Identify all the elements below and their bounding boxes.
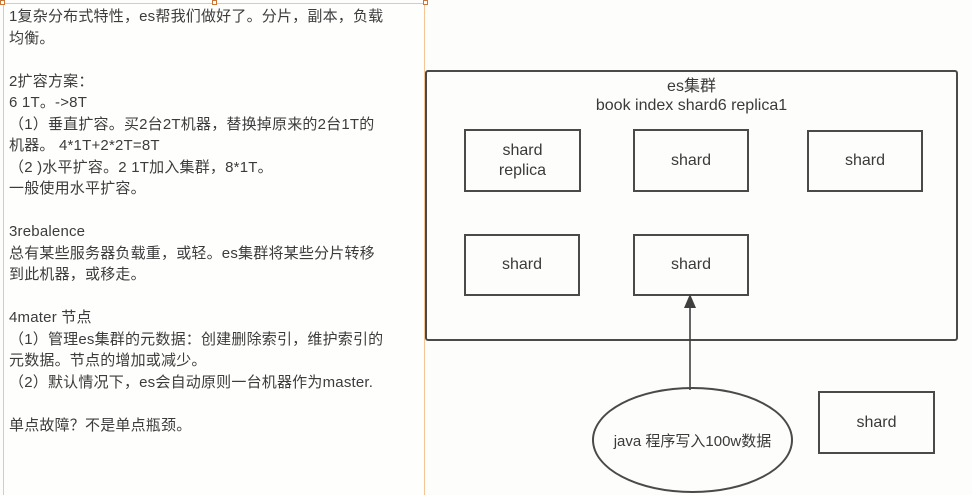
shard-box-row2-1[interactable]: shard — [464, 234, 580, 296]
selection-handle-top-left[interactable] — [0, 0, 5, 5]
selection-handle-top-right[interactable] — [423, 0, 428, 5]
external-shard-box[interactable]: shard — [818, 391, 935, 454]
java-writer-ellipse[interactable]: java 程序写入100w数据 — [592, 387, 793, 493]
es-cluster-box[interactable]: es集群 book index shard6 replica1 — [425, 70, 958, 341]
shard-box-row1-2[interactable]: shard — [633, 129, 749, 192]
notes-text: 1复杂分布式特性，es帮我们做好了。分片，副本，负载 均衡。 2扩容方案： 6 … — [9, 8, 384, 434]
selection-handle-top-center[interactable] — [212, 0, 217, 5]
shard-replica-box[interactable]: shard replica — [464, 129, 581, 192]
shard-box-row2-2[interactable]: shard — [633, 234, 749, 296]
notes-textbox[interactable]: 1复杂分布式特性，es帮我们做好了。分片，副本，负载 均衡。 2扩容方案： 6 … — [0, 0, 428, 495]
cluster-subtitle: book index shard6 replica1 — [595, 97, 788, 114]
shard-box-row1-3[interactable]: shard — [807, 130, 923, 192]
cluster-title: es集群 — [667, 78, 716, 95]
write-arrow[interactable] — [680, 294, 700, 392]
java-writer-label: java 程序写入100w数据 — [613, 432, 772, 450]
